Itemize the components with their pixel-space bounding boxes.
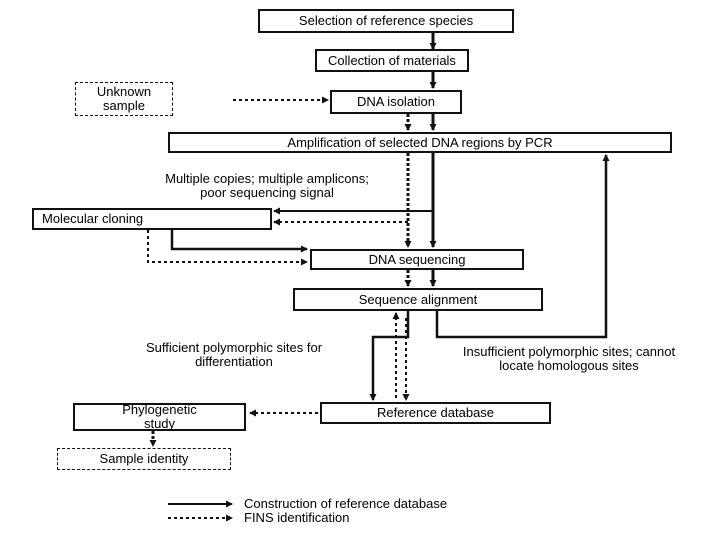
sample-identity-label: Sample identity bbox=[99, 451, 189, 466]
phylogenetic-study-label: Phylogenetic study bbox=[122, 402, 197, 431]
dna-isolation-box: DNA isolation bbox=[330, 90, 462, 114]
amplification-box: Amplification of selected DNA regions by… bbox=[168, 132, 672, 153]
legend-solid-label: Construction of reference database bbox=[244, 496, 448, 511]
phylogenetic-study-box: Phylogenetic study bbox=[73, 403, 246, 431]
multiple-copies-label: Multiple copies; multiple amplicons; poo… bbox=[165, 171, 369, 200]
amplification-label: Amplification of selected DNA regions by… bbox=[287, 134, 553, 150]
sample-identity-box: Sample identity bbox=[57, 448, 231, 470]
dna-isolation-label: DNA isolation bbox=[356, 94, 436, 109]
sequence-alignment-box: Sequence alignment bbox=[293, 288, 543, 311]
collection-label: Collection of materials bbox=[328, 52, 456, 68]
insufficient-label: Insufficient polymorphic sites; cannot l… bbox=[462, 344, 676, 373]
collection-box: Collection of materials bbox=[315, 49, 469, 72]
legend-dotted-label: FINS identification bbox=[244, 510, 350, 525]
selection-label: Selection of reference species bbox=[298, 13, 474, 28]
unknown-sample-label: Unknown sample bbox=[96, 84, 152, 113]
reference-database-box: Reference database bbox=[320, 402, 551, 424]
arrow-insufficient-to-amplification bbox=[435, 154, 610, 339]
sequence-alignment-label: Sequence alignment bbox=[358, 291, 478, 307]
molecular-cloning-label: Molecular cloning bbox=[42, 211, 144, 226]
arrow-cloning-to-sequencing-dotted bbox=[147, 230, 308, 266]
selection-box: Selection of reference species bbox=[258, 9, 514, 33]
molecular-cloning-box: Molecular cloning bbox=[32, 208, 272, 230]
arrow-cloning-to-sequencing-solid bbox=[170, 230, 308, 253]
arrow-sufficient-to-database bbox=[369, 311, 410, 401]
unknown-sample-box: Unknown sample bbox=[75, 82, 173, 116]
dna-sequencing-label: DNA sequencing bbox=[368, 251, 466, 267]
sufficient-label: Sufficient polymorphic sites for differe… bbox=[145, 340, 323, 369]
dna-sequencing-box: DNA sequencing bbox=[310, 249, 524, 270]
reference-database-label: Reference database bbox=[376, 405, 495, 420]
